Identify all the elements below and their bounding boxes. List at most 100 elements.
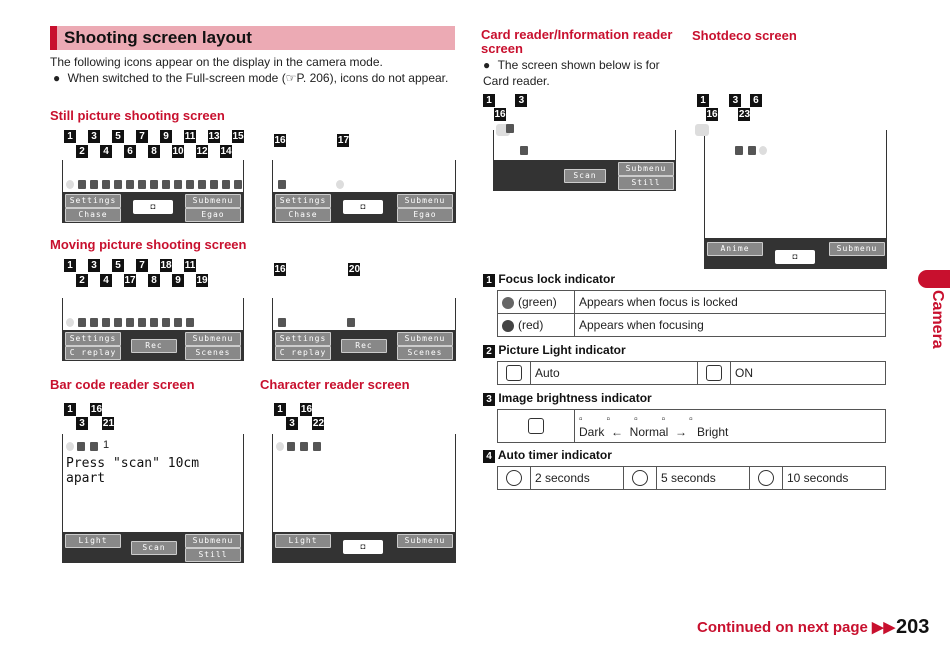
settings-softkey[interactable]: Settings <box>275 194 331 208</box>
char-number-row-2: 3 22 <box>286 413 325 431</box>
camera-icon[interactable]: ◘ <box>775 250 815 264</box>
label-2: 2 <box>483 345 495 358</box>
status-icon <box>162 318 170 327</box>
label-8: 8 <box>148 274 160 287</box>
status-icon <box>186 180 194 189</box>
label-9: 9 <box>172 274 184 287</box>
brightness-icon <box>520 146 528 155</box>
continued-text: Continued on next page <box>697 619 868 636</box>
status-icon <box>210 180 218 189</box>
status-icon <box>114 180 122 189</box>
still2-softkey-bar: Settings Chase ◘ Submenu Egao <box>273 192 455 222</box>
status-icon <box>78 180 86 189</box>
label-16: 16 <box>90 403 103 416</box>
c-replay-softkey[interactable]: C replay <box>275 346 331 360</box>
label-19: 19 <box>196 274 208 287</box>
submenu-softkey[interactable]: Submenu <box>397 332 453 346</box>
still-softkey[interactable]: Still <box>618 176 674 190</box>
shotdeco-screen: Anime ◘ Submenu <box>695 124 887 269</box>
submenu-softkey[interactable]: Submenu <box>185 194 241 208</box>
table-row: (red) Appears when focusing <box>497 313 886 337</box>
still-icon-row <box>66 180 242 189</box>
egao-softkey[interactable]: Egao <box>397 208 453 222</box>
status-icon <box>102 180 110 189</box>
status-icon <box>150 180 158 189</box>
light-softkey[interactable]: Light <box>275 534 331 548</box>
still-softkey[interactable]: Still <box>185 548 241 562</box>
egao-softkey[interactable]: Egao <box>185 208 241 222</box>
light-softkey[interactable]: Light <box>65 534 121 548</box>
label-1: 1 <box>483 94 495 107</box>
rec-softkey[interactable]: Rec <box>131 339 177 353</box>
settings-softkey[interactable]: Settings <box>65 332 121 346</box>
c-replay-softkey[interactable]: C replay <box>65 346 121 360</box>
code-count: 1 <box>103 439 110 451</box>
submenu-softkey[interactable]: Submenu <box>829 242 885 256</box>
shotdeco-softkey-bar: Anime ◘ Submenu <box>705 238 886 268</box>
settings-softkey[interactable]: Settings <box>275 332 331 346</box>
timer-2-label: 2 seconds <box>530 466 624 490</box>
status-icon <box>126 318 134 327</box>
side-tab-label: Camera <box>929 290 946 349</box>
timer-2-icon-cell <box>497 466 531 490</box>
timer-heading: 4 Auto timer indicator <box>483 448 612 463</box>
mode-icon <box>300 442 308 451</box>
label-10: 10 <box>172 145 184 158</box>
moving2-number-row: 16 20 <box>274 259 454 277</box>
still2-screen: Settings Chase ◘ Submenu Egao <box>272 160 456 223</box>
timer-table: 2 seconds 5 seconds 10 seconds <box>497 466 886 490</box>
label-3: 3 <box>88 259 100 272</box>
shotdeco-number-row-2: 16 23 <box>706 104 751 122</box>
light-title: Picture Light indicator <box>498 343 626 357</box>
mode-icon <box>90 442 98 451</box>
scenes-softkey[interactable]: Scenes <box>185 346 241 360</box>
focus-green-label: (green) <box>518 295 557 309</box>
chase-softkey[interactable]: Chase <box>275 208 331 222</box>
status-icon <box>90 318 98 327</box>
focus-icon <box>276 442 284 451</box>
moving2-screen: Settings C replay Rec Submenu Scenes <box>272 298 456 361</box>
status-icon <box>114 318 122 327</box>
camera-icon[interactable]: ◘ <box>343 540 383 554</box>
card-number-row: 1 3 <box>483 90 528 108</box>
scan-softkey[interactable]: Scan <box>131 541 177 555</box>
continued-label: Continued on next page ▶▶ <box>697 618 895 636</box>
timer-10-label: 10 seconds <box>782 466 886 490</box>
timer-5-label: 5 seconds <box>656 466 750 490</box>
label-15: 15 <box>232 130 244 143</box>
light-table: Auto ON <box>497 361 886 385</box>
brightness-heading: 3 Image brightness indicator <box>483 391 652 406</box>
camera-icon[interactable]: ◘ <box>343 200 383 214</box>
camera-icon[interactable]: ◘ <box>133 200 173 214</box>
moving-heading: Moving picture shooting screen <box>50 237 247 252</box>
status-icon <box>222 180 230 189</box>
barcode-screen: 1 Press "scan" 10cm apart Light Scan Sub… <box>62 434 244 563</box>
submenu-softkey[interactable]: Submenu <box>397 194 453 208</box>
submenu-softkey[interactable]: Submenu <box>185 534 241 548</box>
submenu-softkey[interactable]: Submenu <box>618 162 674 176</box>
submenu-softkey[interactable]: Submenu <box>185 332 241 346</box>
label-21: 21 <box>102 417 115 430</box>
label-20: 20 <box>348 263 361 276</box>
status-icon <box>162 180 170 189</box>
intro-text: The following icons appear on the displa… <box>50 55 383 69</box>
light-auto-icon-cell <box>497 361 531 385</box>
scenes-softkey[interactable]: Scenes <box>397 346 453 360</box>
table-row: 2 seconds 5 seconds 10 seconds <box>497 466 886 490</box>
type-icon <box>313 442 321 451</box>
chase-softkey[interactable]: Chase <box>65 208 121 222</box>
label-1: 1 <box>64 403 76 416</box>
mode-icon <box>278 180 286 189</box>
rec-softkey[interactable]: Rec <box>341 339 387 353</box>
brightness-icon <box>528 418 544 434</box>
barcode-heading: Bar code reader screen <box>50 377 195 392</box>
anime-softkey[interactable]: Anime <box>707 242 763 256</box>
submenu-softkey[interactable]: Submenu <box>397 534 453 548</box>
label-5: 5 <box>112 130 124 143</box>
scan-softkey[interactable]: Scan <box>564 169 606 183</box>
label-3: 3 <box>286 417 298 430</box>
settings-softkey[interactable]: Settings <box>65 194 121 208</box>
size-icon <box>759 146 767 155</box>
barcode-number-row-2: 3 21 <box>76 413 115 431</box>
label-12: 12 <box>196 145 208 158</box>
